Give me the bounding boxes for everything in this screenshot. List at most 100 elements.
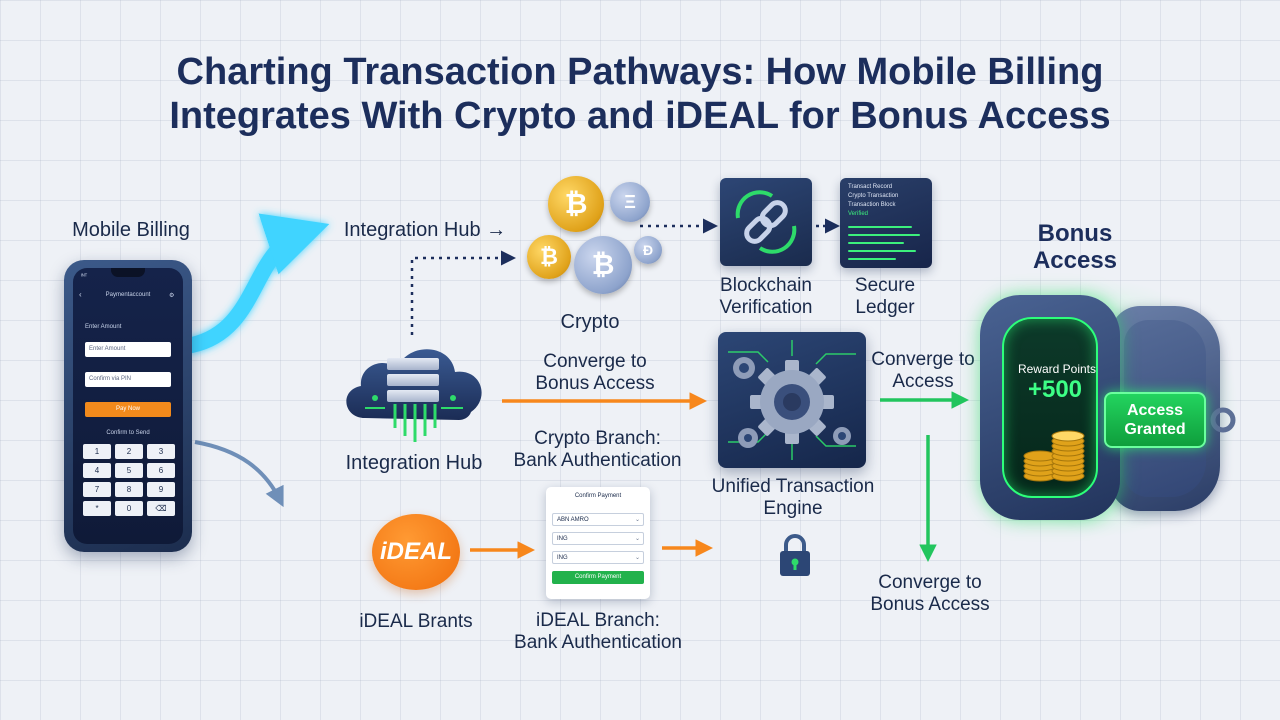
ethereum-coin-icon: Ξ <box>610 182 650 222</box>
ideal-brands-label: iDEAL Brants <box>359 611 473 632</box>
converge-bottom-label: Converge to Bonus Access <box>866 572 994 616</box>
ledger-row-1: Transact Record <box>848 184 893 190</box>
bonus-access-title: Bonus Access <box>1010 220 1140 274</box>
converge-bottom-line1: Converge to <box>878 572 982 593</box>
bitcoin-coin-icon: ₿ <box>548 176 604 232</box>
crypto-label: Crypto <box>560 311 620 333</box>
key-0[interactable]: 0 <box>115 501 143 516</box>
converge-mid-label: Converge to Bonus Access <box>520 351 670 395</box>
converge-right-line1: Converge to <box>871 349 975 370</box>
converge-mid-line1: Converge to <box>543 351 647 372</box>
dogecoin-coin-icon: Ð <box>634 236 662 264</box>
key-3[interactable]: 3 <box>147 444 175 459</box>
pin-field[interactable]: Confirm via PIN <box>85 372 171 387</box>
keypad: 1 2 3 4 5 6 7 8 9 * 0 ⌫ <box>83 444 175 516</box>
key-4[interactable]: 4 <box>83 463 111 478</box>
chain-link-icon <box>735 190 797 254</box>
key-5[interactable]: 5 <box>115 463 143 478</box>
key-backspace[interactable]: ⌫ <box>147 501 175 516</box>
ledger-row-3: Transaction Block <box>848 202 896 208</box>
reward-points-value: +500 <box>1027 376 1083 403</box>
phone-status: ᴵᴺᵀ <box>81 274 88 280</box>
converge-bottom-line2: Bonus Access <box>870 594 990 615</box>
chevron-down-icon: ⌄ <box>634 517 640 523</box>
crypto-branch-line2: Bank Authentication <box>513 450 682 471</box>
crypto-branch-line1: Crypto Branch: <box>534 428 661 449</box>
engine-label: Unified Transaction Engine <box>700 476 886 520</box>
ideal-branch-label: iDEAL Branch: Bank Authentication <box>505 610 691 654</box>
enter-amount-label: Enter Amount <box>85 324 122 330</box>
reward-points-label: Reward Points <box>1017 362 1097 376</box>
amount-field[interactable]: Enter Amount <box>85 342 171 357</box>
bank-select-2[interactable]: ING ⌄ <box>552 532 644 545</box>
ledger-box: Transact Record Crypto Transaction Trans… <box>840 178 932 268</box>
key-8[interactable]: 8 <box>115 482 143 497</box>
title-line-1: Charting Transaction Pathways: How Mobil… <box>176 51 1104 93</box>
pay-now-button[interactable]: Pay Now <box>85 402 171 417</box>
mobile-billing-label: Mobile Billing <box>72 219 190 241</box>
key-6[interactable]: 6 <box>147 463 175 478</box>
payment-card: Confirm Payment ABN AMRO ⌄ ING ⌄ ING ⌄ Conf… <box>546 487 650 599</box>
cyan-arrow-upper <box>184 213 330 353</box>
bank-select-3[interactable]: ING ⌄ <box>552 551 644 564</box>
vault-handle-icon <box>1210 407 1236 433</box>
phone-screen: ᴵᴺᵀ ‹ Paymentaccount ⚙ Enter Amount Ente… <box>73 268 183 544</box>
key-1[interactable]: 1 <box>83 444 111 459</box>
key-7[interactable]: 7 <box>83 482 111 497</box>
blockchain-box <box>720 178 812 266</box>
chevron-down-icon: ⌄ <box>634 536 640 542</box>
converge-mid-line2: Bonus Access <box>535 373 655 394</box>
coins-icon <box>1023 430 1085 482</box>
ledger-line <box>848 242 904 244</box>
key-star[interactable]: * <box>83 501 111 516</box>
blockchain-label-line2: Verification <box>719 297 813 318</box>
ideal-branch-line1: iDEAL Branch: <box>536 610 660 631</box>
bonus-title-line1: Bonus <box>1037 220 1113 247</box>
engine-label-line2: Engine <box>763 498 823 519</box>
ledger-row-2: Crypto Transaction <box>848 193 899 199</box>
steel-arrow-lower <box>194 440 284 508</box>
bank-option-3: ING <box>557 555 568 561</box>
ideal-logo: iDEAL <box>372 514 460 590</box>
ledger-line <box>848 226 912 228</box>
key-2[interactable]: 2 <box>115 444 143 459</box>
payment-card-title: Confirm Payment <box>574 493 622 499</box>
ledger-label: Secure Ledger <box>835 275 935 319</box>
back-icon[interactable]: ‹ <box>79 290 82 299</box>
bonus-title-line2: Access <box>1032 247 1118 274</box>
phone-notch <box>111 268 145 277</box>
bitcoin-coin-small-icon: ₿ <box>527 235 571 279</box>
phone: ᴵᴺᵀ ‹ Paymentaccount ⚙ Enter Amount Ente… <box>64 260 192 552</box>
ledger-line <box>848 234 920 236</box>
ledger-line <box>848 258 896 260</box>
ledger-label-line1: Secure <box>854 275 916 296</box>
keypad-label: Confirm to Send <box>106 430 150 436</box>
bank-option-2: ING <box>557 536 568 542</box>
access-granted-badge: Access Granted <box>1104 392 1206 448</box>
lock-icon <box>780 534 810 576</box>
converge-right-label: Converge to Access <box>870 349 976 393</box>
blockchain-label-line1: Blockchain <box>720 275 812 296</box>
page-title: Charting Transaction Pathways: How Mobil… <box>0 50 1280 138</box>
confirm-payment-button[interactable]: Confirm Payment <box>552 571 644 584</box>
bitcoin-coin-blue-icon: ₿ <box>574 236 632 294</box>
crypto-branch-label: Crypto Branch: Bank Authentication <box>505 428 690 472</box>
chevron-down-icon: ⌄ <box>634 555 640 561</box>
converge-right-line2: Access <box>892 371 954 392</box>
key-9[interactable]: 9 <box>147 482 175 497</box>
dotted-hub-to-crypto <box>410 250 516 335</box>
vault-icon <box>980 295 1120 520</box>
phone-header: Paymentaccount <box>105 292 151 298</box>
cloud-server-icon <box>346 349 482 442</box>
title-line-2: Integrates With Crypto and iDEAL for Bon… <box>169 95 1111 137</box>
engine-box <box>718 332 866 468</box>
settings-icon[interactable]: ⚙ <box>169 293 175 299</box>
integration-hub-top-label: Integration Hub → <box>343 219 507 241</box>
bank-option-1: ABN AMRO <box>557 517 589 523</box>
bank-select-1[interactable]: ABN AMRO ⌄ <box>552 513 644 526</box>
engine-label-line1: Unified Transaction <box>711 476 875 497</box>
integration-hub-label: Integration Hub <box>345 452 483 474</box>
ledger-label-line2: Ledger <box>855 297 915 318</box>
ledger-line <box>848 250 916 252</box>
